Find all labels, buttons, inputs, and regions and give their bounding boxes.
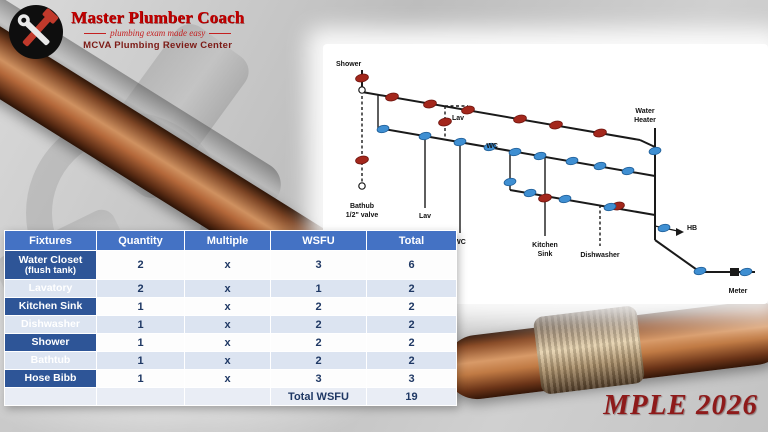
cell-wsfu: 2	[270, 351, 367, 370]
table-row-dishwasher: Dishwasher 1 x 2 2	[4, 315, 457, 334]
flourish-line	[209, 32, 232, 34]
logo-subtitle: MCVA Plumbing Review Center	[83, 40, 233, 51]
cell-wsfu: 2	[270, 315, 367, 334]
total-wsfu-value: 19	[366, 387, 457, 406]
cell-quantity: 2	[96, 250, 185, 280]
cell-quantity: 1	[96, 297, 185, 316]
cell-fixture: Bathtub	[4, 351, 97, 370]
table-row-kitchen-sink: Kitchen Sink 1 x 2 2	[4, 297, 457, 316]
logo-tools-icon	[9, 5, 63, 59]
table-row-water-closet: Water Closet (flush tank) 2 x 3 6	[4, 250, 457, 280]
table-row-hose-bibb: Hose Bibb 1 x 3 3	[4, 369, 457, 388]
cell-wsfu: 1	[270, 279, 367, 298]
table-row-bathtub: Bathtub 1 x 2 2	[4, 351, 457, 370]
mple-2026-badge: MPLE 2026	[603, 389, 758, 421]
cell-multiple: x	[184, 250, 271, 280]
cell-fixture: Shower	[4, 333, 97, 352]
cell-quantity: 1	[96, 351, 185, 370]
table-row-shower: Shower 1 x 2 2	[4, 333, 457, 352]
column-header-quantity: Quantity	[96, 230, 185, 251]
cell-total: 2	[366, 351, 457, 370]
cell-multiple: x	[184, 315, 271, 334]
table-row-lavatory: Lavatory 2 x 1 2	[4, 279, 457, 298]
logo-tagline: plumbing exam made easy	[84, 28, 232, 38]
table-total-row: Total WSFU 19	[4, 387, 457, 406]
cell-blank	[184, 387, 271, 406]
cell-total: 3	[366, 369, 457, 388]
logo-title: Master Plumber Coach	[71, 8, 245, 27]
cell-quantity: 2	[96, 279, 185, 298]
cell-multiple: x	[184, 279, 271, 298]
cell-multiple: x	[184, 333, 271, 352]
wsfu-table: Fixtures Quantity Multiple WSFU Total Wa…	[4, 230, 457, 406]
column-header-total: Total	[366, 230, 457, 251]
total-wsfu-label: Total WSFU	[270, 387, 367, 406]
cell-blank	[4, 387, 97, 406]
logo-tagline-text: plumbing exam made easy	[110, 28, 206, 38]
cell-quantity: 1	[96, 333, 185, 352]
fixture-name: Water Closet	[18, 253, 83, 266]
cell-total: 2	[366, 333, 457, 352]
cell-total: 2	[366, 315, 457, 334]
fixture-sub: (flush tank)	[24, 264, 77, 276]
cell-quantity: 1	[96, 369, 185, 388]
cell-fixture: Hose Bibb	[4, 369, 97, 388]
cell-blank	[96, 387, 185, 406]
cell-wsfu: 2	[270, 333, 367, 352]
cell-multiple: x	[184, 351, 271, 370]
column-header-multiple: Multiple	[184, 230, 271, 251]
cell-multiple: x	[184, 297, 271, 316]
cell-quantity: 1	[96, 315, 185, 334]
cell-total: 6	[366, 250, 457, 280]
table-header-row: Fixtures Quantity Multiple WSFU Total	[4, 230, 457, 251]
pipe-coupling-photo	[532, 304, 646, 396]
cell-fixture: Water Closet (flush tank)	[4, 250, 97, 280]
column-header-wsfu: WSFU	[270, 230, 367, 251]
cell-total: 2	[366, 279, 457, 298]
column-header-fixtures: Fixtures	[4, 230, 97, 251]
cell-wsfu: 3	[270, 369, 367, 388]
logo: Master Plumber Coach plumbing exam made …	[8, 4, 244, 60]
flourish-line	[84, 32, 107, 34]
cell-multiple: x	[184, 369, 271, 388]
cell-fixture: Dishwasher	[4, 315, 97, 334]
cell-total: 2	[366, 297, 457, 316]
cell-wsfu: 2	[270, 297, 367, 316]
cell-fixture: Lavatory	[4, 279, 97, 298]
cell-wsfu: 3	[270, 250, 367, 280]
logo-text: Master Plumber Coach plumbing exam made …	[71, 4, 244, 51]
cell-fixture: Kitchen Sink	[4, 297, 97, 316]
